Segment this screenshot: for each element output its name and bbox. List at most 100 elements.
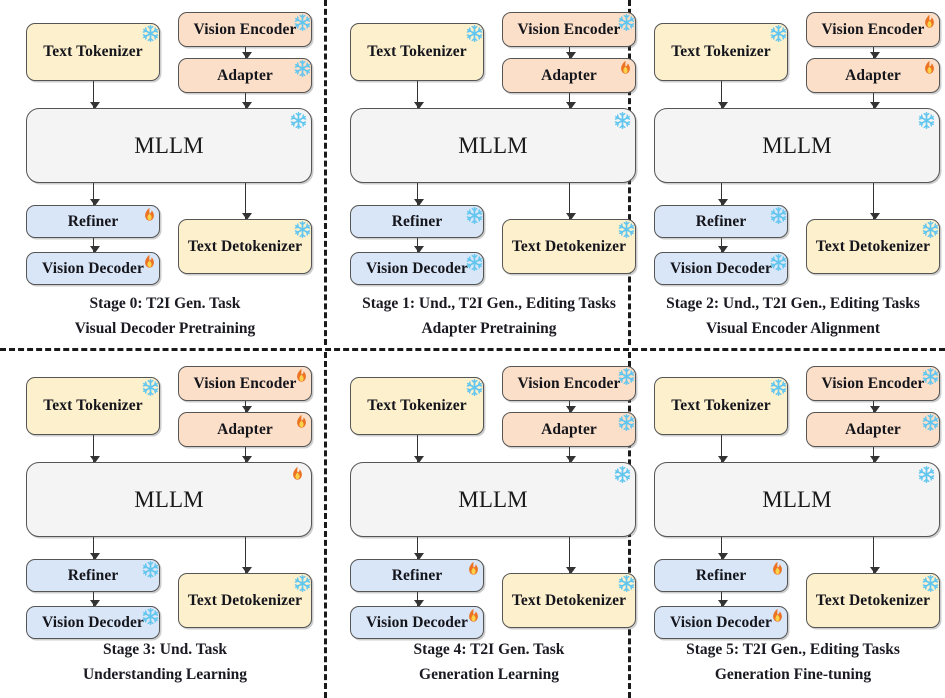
arrow-text-tokenizer-to-mllm xyxy=(717,81,728,109)
arrow-adapter-to-mllm xyxy=(869,93,880,109)
arrow-mllm-to-text-detokenizer xyxy=(869,537,880,574)
module-label-vision-decoder: Vision Decoder xyxy=(366,259,468,277)
stage-caption-task: Stage 4: T2I Gen. Task xyxy=(413,641,565,658)
flame-icon xyxy=(770,608,787,625)
snowflake-icon xyxy=(770,207,787,224)
stage-caption-name: Visual Encoder Alignment xyxy=(706,320,880,337)
module-label-adapter: Adapter xyxy=(541,66,597,84)
module-box-refiner[interactable]: Refiner xyxy=(350,205,484,238)
module-box-mllm[interactable]: MLLM xyxy=(654,108,940,183)
module-label-adapter: Adapter xyxy=(541,420,597,438)
arrow-mllm-to-text-detokenizer xyxy=(565,537,576,574)
module-label-text-detokenizer: Text Detokenizer xyxy=(187,237,303,255)
module-box-text-tokenizer[interactable]: Text Tokenizer xyxy=(654,377,788,435)
flame-icon xyxy=(142,254,159,271)
arrow-mllm-to-text-detokenizer xyxy=(241,537,252,574)
snowflake-icon xyxy=(142,561,159,578)
stage-panel-1: Text Tokenizer xyxy=(330,6,648,342)
module-box-vision-decoder[interactable]: Vision Decoder xyxy=(654,606,788,639)
module-box-refiner[interactable]: Refiner xyxy=(26,559,160,592)
module-box-mllm[interactable]: MLLM xyxy=(350,462,636,537)
snowflake-icon xyxy=(770,254,787,271)
module-box-mllm[interactable]: MLLM xyxy=(26,108,312,183)
snowflake-icon xyxy=(294,14,311,31)
arrow-mllm-to-text-detokenizer xyxy=(869,183,880,220)
module-label-vision-decoder: Vision Decoder xyxy=(42,613,144,631)
module-box-vision-decoder[interactable]: Vision Decoder xyxy=(654,252,788,285)
module-box-text-tokenizer[interactable]: Text Tokenizer xyxy=(350,23,484,81)
module-box-adapter[interactable]: Adapter xyxy=(502,412,636,447)
snowflake-icon xyxy=(142,379,159,396)
module-label-text-detokenizer: Text Detokenizer xyxy=(815,237,931,255)
module-box-vision-encoder[interactable]: Vision Encoder xyxy=(806,12,940,47)
snowflake-icon xyxy=(290,112,307,129)
module-label-text-tokenizer: Text Tokenizer xyxy=(43,397,143,414)
module-box-vision-encoder[interactable]: Vision Encoder xyxy=(178,12,312,47)
arrow-vision-encoder-to-adapter xyxy=(241,401,252,413)
module-label-refiner: Refiner xyxy=(67,212,119,230)
flame-icon xyxy=(142,207,159,224)
module-box-mllm[interactable]: MLLM xyxy=(26,462,312,537)
stage-caption-task: Stage 2: Und., T2I Gen., Editing Tasks xyxy=(666,295,920,312)
snowflake-icon xyxy=(918,466,935,483)
arrow-refiner-to-vision-decoder xyxy=(717,592,728,607)
arrow-refiner-to-vision-decoder xyxy=(413,592,424,607)
module-box-text-detokenizer[interactable]: Text Detokenizer xyxy=(806,573,940,628)
module-box-text-detokenizer[interactable]: Text Detokenizer xyxy=(178,573,312,628)
module-box-mllm[interactable]: MLLM xyxy=(350,108,636,183)
module-box-vision-encoder[interactable]: Vision Encoder xyxy=(502,366,636,401)
flame-icon xyxy=(294,368,311,385)
module-box-mllm[interactable]: MLLM xyxy=(654,462,940,537)
module-box-text-tokenizer[interactable]: Text Tokenizer xyxy=(26,23,160,81)
flame-icon xyxy=(770,561,787,578)
module-box-vision-decoder[interactable]: Vision Decoder xyxy=(26,606,160,639)
module-box-text-detokenizer[interactable]: Text Detokenizer xyxy=(806,219,940,274)
module-label-vision-encoder: Vision Encoder xyxy=(193,374,297,392)
module-box-text-tokenizer[interactable]: Text Tokenizer xyxy=(26,377,160,435)
module-box-refiner[interactable]: Refiner xyxy=(350,559,484,592)
module-box-text-tokenizer[interactable]: Text Tokenizer xyxy=(350,377,484,435)
stage-panel-3: Text Tokenizer xyxy=(6,360,324,692)
module-box-text-detokenizer[interactable]: Text Detokenizer xyxy=(178,219,312,274)
module-box-text-tokenizer[interactable]: Text Tokenizer xyxy=(654,23,788,81)
module-box-vision-decoder[interactable]: Vision Decoder xyxy=(350,606,484,639)
module-box-adapter[interactable]: Adapter xyxy=(502,58,636,93)
panel-divider-vertical-left-bottom xyxy=(324,352,327,698)
arrow-mllm-to-text-detokenizer xyxy=(241,183,252,220)
arrow-adapter-to-mllm xyxy=(241,447,252,463)
module-label-vision-encoder: Vision Encoder xyxy=(517,374,621,392)
module-label-vision-encoder: Vision Encoder xyxy=(821,20,925,38)
module-box-vision-decoder[interactable]: Vision Decoder xyxy=(350,252,484,285)
module-box-adapter[interactable]: Adapter xyxy=(178,58,312,93)
module-box-text-detokenizer[interactable]: Text Detokenizer xyxy=(502,573,636,628)
module-box-adapter[interactable]: Adapter xyxy=(806,412,940,447)
arrow-vision-encoder-to-adapter xyxy=(869,401,880,413)
snowflake-icon xyxy=(142,25,159,42)
snowflake-icon xyxy=(770,379,787,396)
module-label-mllm: MLLM xyxy=(762,486,832,512)
module-box-refiner[interactable]: Refiner xyxy=(654,559,788,592)
flame-icon xyxy=(922,60,939,77)
module-label-adapter: Adapter xyxy=(845,420,901,438)
snowflake-icon xyxy=(294,221,311,238)
module-box-refiner[interactable]: Refiner xyxy=(654,205,788,238)
module-label-text-detokenizer: Text Detokenizer xyxy=(187,591,303,609)
module-box-vision-encoder[interactable]: Vision Encoder xyxy=(178,366,312,401)
module-label-vision-decoder: Vision Decoder xyxy=(670,613,772,631)
arrow-adapter-to-mllm xyxy=(565,93,576,109)
module-box-adapter[interactable]: Adapter xyxy=(178,412,312,447)
arrow-refiner-to-vision-decoder xyxy=(413,238,424,253)
arrow-text-tokenizer-to-mllm xyxy=(89,81,100,109)
module-box-vision-encoder[interactable]: Vision Encoder xyxy=(502,12,636,47)
snowflake-icon xyxy=(466,379,483,396)
arrow-vision-encoder-to-adapter xyxy=(565,401,576,413)
snowflake-icon xyxy=(466,207,483,224)
module-box-text-detokenizer[interactable]: Text Detokenizer xyxy=(502,219,636,274)
module-box-vision-encoder[interactable]: Vision Encoder xyxy=(806,366,940,401)
module-label-vision-encoder: Vision Encoder xyxy=(517,20,621,38)
module-box-adapter[interactable]: Adapter xyxy=(806,58,940,93)
module-label-mllm: MLLM xyxy=(458,132,528,158)
module-label-mllm: MLLM xyxy=(134,132,204,158)
module-box-vision-decoder[interactable]: Vision Decoder xyxy=(26,252,160,285)
module-box-refiner[interactable]: Refiner xyxy=(26,205,160,238)
